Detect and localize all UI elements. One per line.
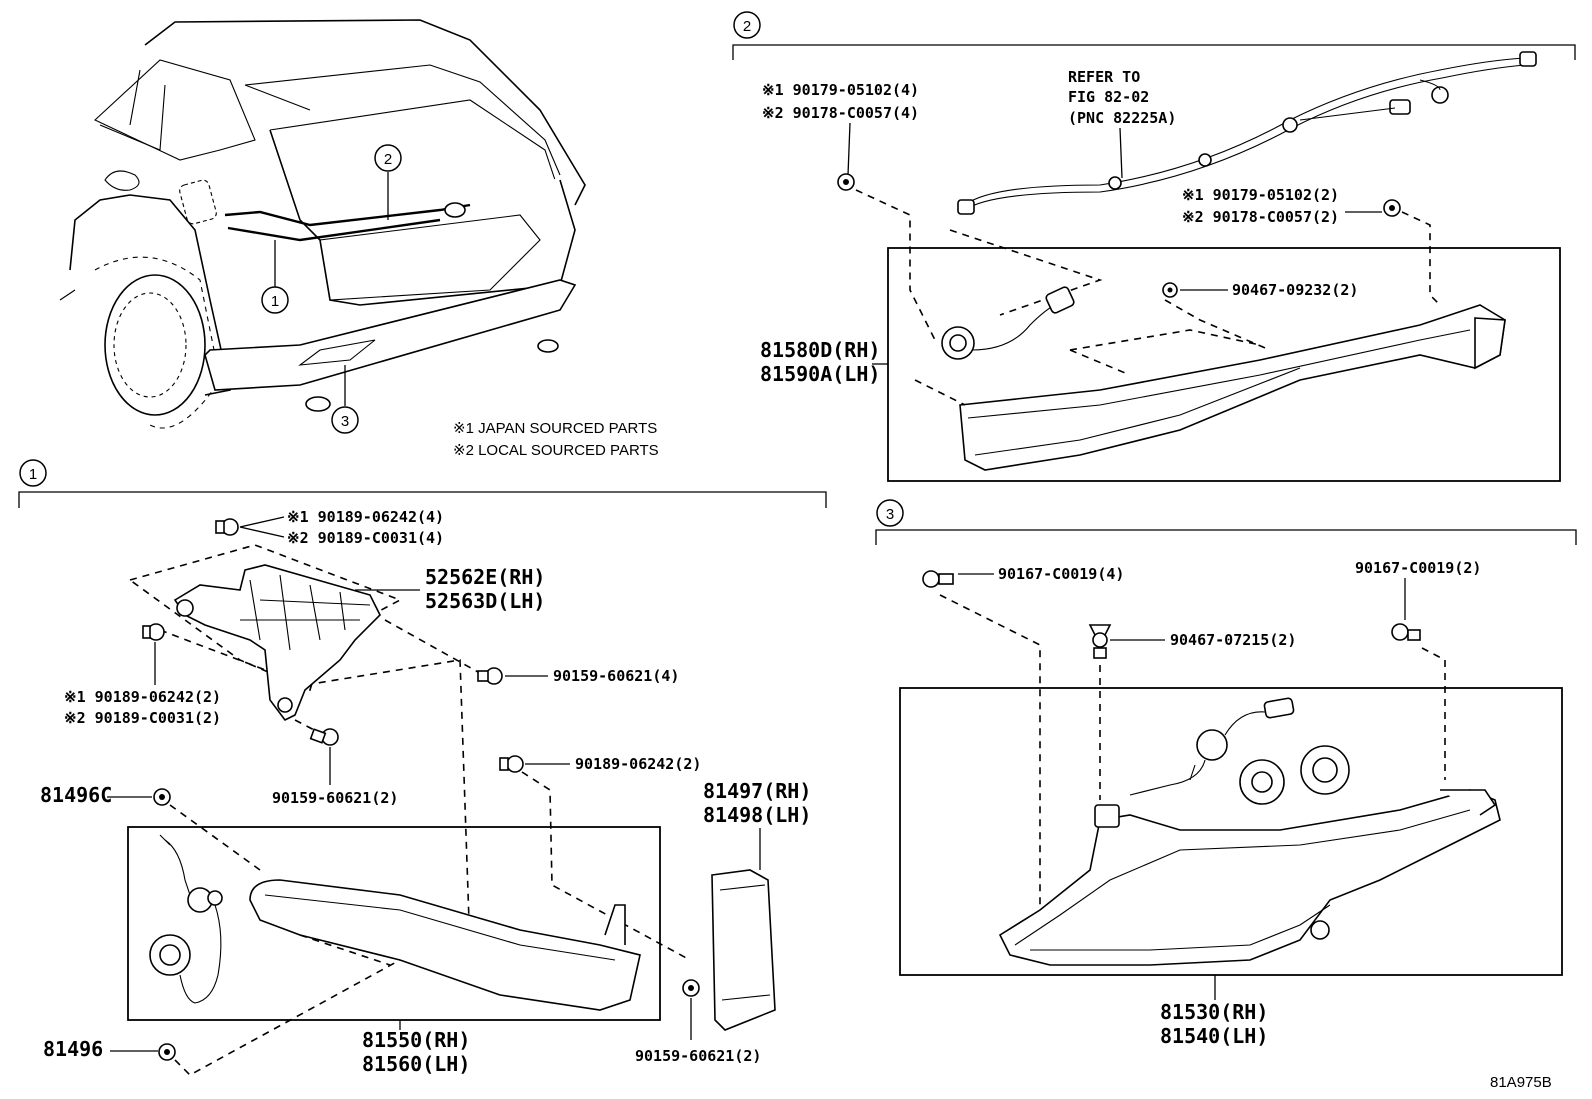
- s1-bolt-mid: [477, 667, 503, 685]
- s1-socket-c-label: 81496C: [40, 783, 112, 807]
- note-japan-sourced: ※1 JAPAN SOURCED PARTS: [453, 420, 657, 437]
- s1-lamp-lh: 81560(LH): [362, 1052, 470, 1076]
- s3-lamp-lh: 81540(LH): [1160, 1024, 1268, 1048]
- s1-bolt-low-label: 90159-60621(2): [272, 789, 398, 807]
- s2-bolt-left-japan: ※1 90179-05102(4): [762, 81, 919, 99]
- callout-2-label: 2: [384, 151, 392, 168]
- s2-clip-label: 90467-09232(2): [1232, 281, 1358, 299]
- s2-tail-lamp: [959, 304, 1506, 471]
- s1-bolt-mid-label: 90159-60621(4): [553, 667, 679, 685]
- s3-lamp-box: [899, 687, 1563, 976]
- section-1-header: 1: [18, 459, 827, 508]
- s3-clip: [1088, 624, 1112, 659]
- s2-bolt-left: [837, 173, 855, 191]
- s1-bracket-rh: 52562E(RH): [425, 565, 545, 589]
- s1-screw-single-label: 90189-06242(2): [575, 755, 701, 773]
- figure-id: 81A975B: [1490, 1074, 1552, 1091]
- s1-screw-top-local: ※2 90189-C0031(4): [287, 529, 444, 547]
- s1-reflector: [711, 869, 776, 1031]
- s2-lamp-lh: 81590A(LH): [760, 362, 880, 386]
- vehicle-callout-3: 3: [331, 365, 359, 434]
- s1-nut: [682, 979, 700, 997]
- s2-bolt-right-local: ※2 90178-C0057(2): [1182, 208, 1339, 226]
- s1-bracket-lh: 52563D(LH): [425, 589, 545, 613]
- s1-screw-left-japan: ※1 90189-06242(2): [64, 688, 221, 706]
- wire-harness: [957, 51, 1537, 215]
- section-3-header: 3: [875, 499, 1577, 545]
- s1-lamp-rh: 81550(RH): [362, 1028, 470, 1052]
- refer-line-2: FIG 82-02: [1068, 88, 1149, 106]
- refer-line-1: REFER TO: [1068, 68, 1140, 86]
- refer-line-3: (PNC 82225A): [1068, 109, 1176, 127]
- section-3-number: 3: [886, 506, 894, 523]
- s1-bolt-low: [309, 728, 339, 746]
- vehicle-callout-1: 1: [261, 240, 289, 314]
- s1-socket-c: [153, 788, 171, 806]
- s1-socket: [158, 1043, 176, 1061]
- s3-lamp-rh: 81530(RH): [1160, 1000, 1268, 1024]
- s1-screw-top-japan: ※1 90189-06242(4): [287, 508, 444, 526]
- s1-reflector-rh: 81497(RH): [703, 779, 811, 803]
- s2-bolt-right-japan: ※1 90179-05102(2): [1182, 186, 1339, 204]
- s2-bolt-left-local: ※2 90178-C0057(4): [762, 104, 919, 122]
- s1-nut-label: 90159-60621(2): [635, 1047, 761, 1065]
- s1-screw-top: [215, 518, 239, 536]
- section-2-number: 2: [743, 18, 751, 35]
- s1-socket-label: 81496: [43, 1037, 103, 1061]
- note-local-sourced: ※2 LOCAL SOURCED PARTS: [453, 442, 659, 459]
- s3-bolt-right: [1391, 623, 1421, 641]
- s3-bulb-sockets: [1129, 697, 1350, 805]
- s1-screw-left: [142, 623, 165, 641]
- vehicle-overview: [59, 19, 586, 429]
- s1-side-lamp: [249, 879, 641, 1011]
- s2-clip: [1162, 282, 1178, 298]
- s1-screw-single: [499, 755, 524, 773]
- s1-bracket: [173, 564, 381, 722]
- s3-clip-label: 90467-07215(2): [1170, 631, 1296, 649]
- s2-bolt-right: [1383, 199, 1401, 217]
- vehicle-callout-2: 2: [374, 144, 402, 220]
- s1-bulb-socket: [149, 834, 223, 1004]
- s1-lamp-box: [127, 826, 661, 1021]
- callout-3-label: 3: [341, 413, 349, 430]
- s3-bolt-right-label: 90167-C0019(2): [1355, 559, 1481, 577]
- section-1-number: 1: [29, 466, 37, 483]
- s3-fog-lamp: [998, 789, 1501, 966]
- s2-lamp-rh: 81580D(RH): [760, 338, 880, 362]
- s1-screw-left-local: ※2 90189-C0031(2): [64, 709, 221, 727]
- s2-bulb-socket: [941, 286, 1075, 360]
- s3-bolt-left: [922, 570, 954, 588]
- callout-1-label: 1: [271, 293, 279, 310]
- s1-reflector-lh: 81498(LH): [703, 803, 811, 827]
- s3-bolt-left-label: 90167-C0019(4): [998, 565, 1124, 583]
- section-2-header: 2: [732, 11, 1576, 60]
